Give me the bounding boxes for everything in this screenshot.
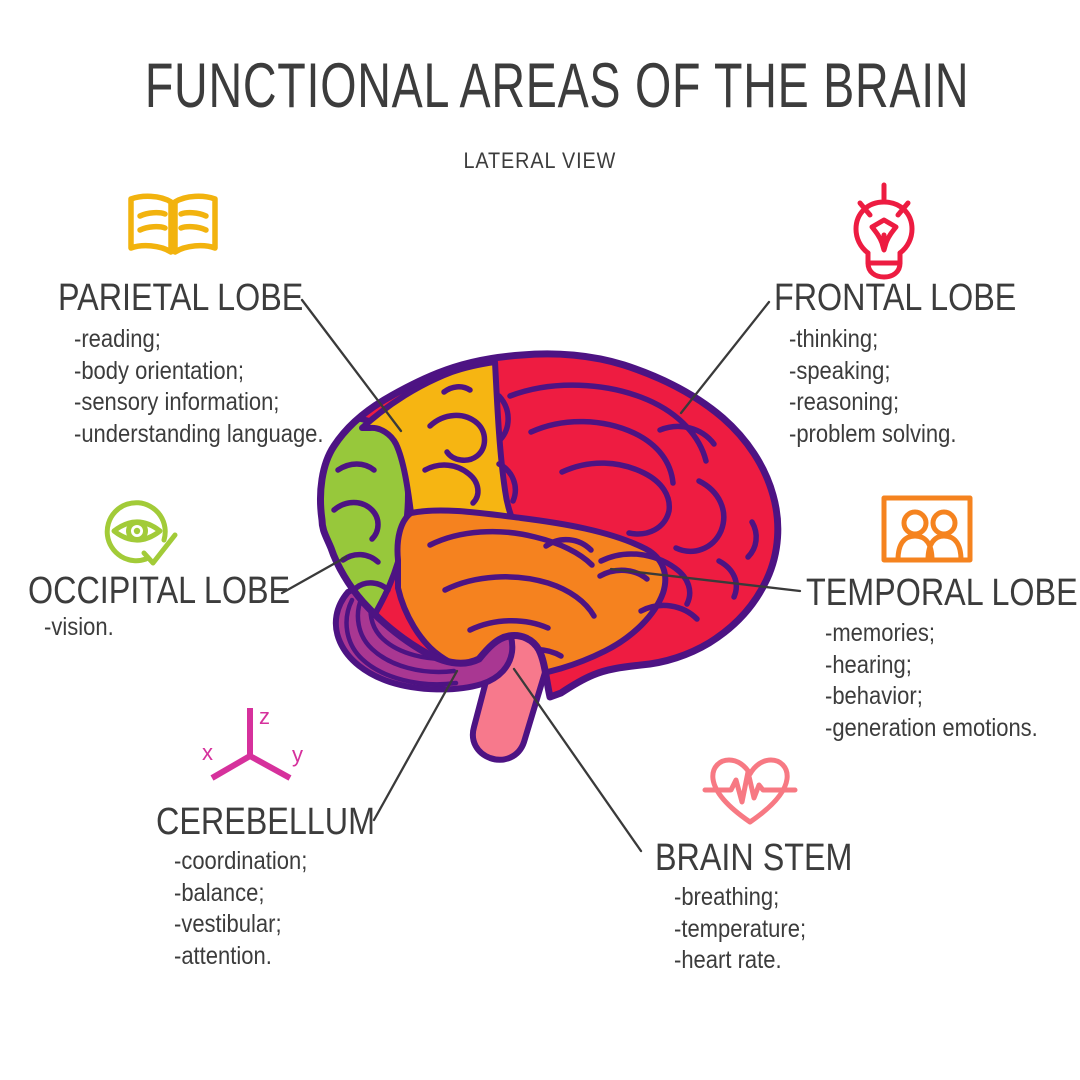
function-item: -memories; <box>825 619 936 647</box>
brain-stem-heading: BRAIN STEM <box>655 837 853 879</box>
axis-y-label: y <box>292 742 303 767</box>
page-subtitle: LATERAL VIEW <box>463 148 617 173</box>
parietal-lobe-heading: PARIETAL LOBE <box>58 277 304 319</box>
eye-check-icon <box>104 500 178 566</box>
function-item: -behavior; <box>825 682 923 710</box>
brain-stem-functions: -breathing; -temperature; -heart rate. <box>674 882 806 977</box>
open-book-icon <box>128 193 218 255</box>
temporal-functions: -memories; -hearing; -behavior; -generat… <box>825 618 1038 744</box>
heartbeat-icon <box>702 757 798 825</box>
axis-z-label: z <box>259 704 270 729</box>
leader-line-parietal <box>300 298 403 433</box>
function-item: -vestibular; <box>174 910 282 938</box>
function-item: -vision. <box>44 613 114 641</box>
function-item: -generation emotions. <box>825 713 1038 742</box>
function-item: -heart rate. <box>674 946 782 974</box>
leader-line-temporal <box>609 567 802 593</box>
occipital-lobe-heading: OCCIPITAL LOBE <box>28 570 291 612</box>
cerebellum-heading: CEREBELLUM <box>156 801 375 843</box>
axis-x-label: x <box>202 740 213 765</box>
function-item: -hearing; <box>825 650 912 679</box>
function-item: -attention. <box>174 941 272 970</box>
function-item: -balance; <box>174 878 265 907</box>
leader-line-cerebellum <box>372 669 459 822</box>
function-item: -sensory information; <box>74 388 280 416</box>
lightbulb-icon <box>853 182 915 280</box>
frontal-functions: -thinking; -speaking; -reasoning; -probl… <box>789 324 957 450</box>
function-item: -body orientation; <box>74 356 245 385</box>
function-item: -coordination; <box>174 847 308 875</box>
page-title: FUNCTIONAL AREAS OF THE BRAIN <box>144 51 970 121</box>
occipital-functions: -vision. <box>44 612 114 644</box>
parietal-functions: -reading; -body orientation; -sensory in… <box>74 324 324 450</box>
cerebellum-functions: -coordination; -balance; -vestibular; -a… <box>174 846 307 972</box>
function-item: -understanding language. <box>74 419 324 448</box>
function-item: -problem solving. <box>789 419 957 448</box>
function-item: -thinking; <box>789 325 879 353</box>
two-people-icon <box>881 495 973 563</box>
temporal-lobe-heading: TEMPORAL LOBE <box>806 572 1078 614</box>
frontal-gyri <box>507 382 759 622</box>
frontal-lobe-heading: FRONTAL LOBE <box>774 277 1017 319</box>
cerebrum-outline <box>317 350 782 701</box>
leader-line-brainstem <box>512 667 643 853</box>
xyz-axes-icon: z x y <box>202 704 303 781</box>
function-item: -speaking; <box>789 356 891 385</box>
leader-line-frontal <box>679 300 771 415</box>
function-item: -reading; <box>74 325 161 353</box>
function-item: -temperature; <box>674 914 807 943</box>
parietal-gyri <box>422 384 519 506</box>
function-item: -reasoning; <box>789 388 900 416</box>
function-item: -breathing; <box>674 883 780 911</box>
leader-line-occipital <box>280 555 348 595</box>
